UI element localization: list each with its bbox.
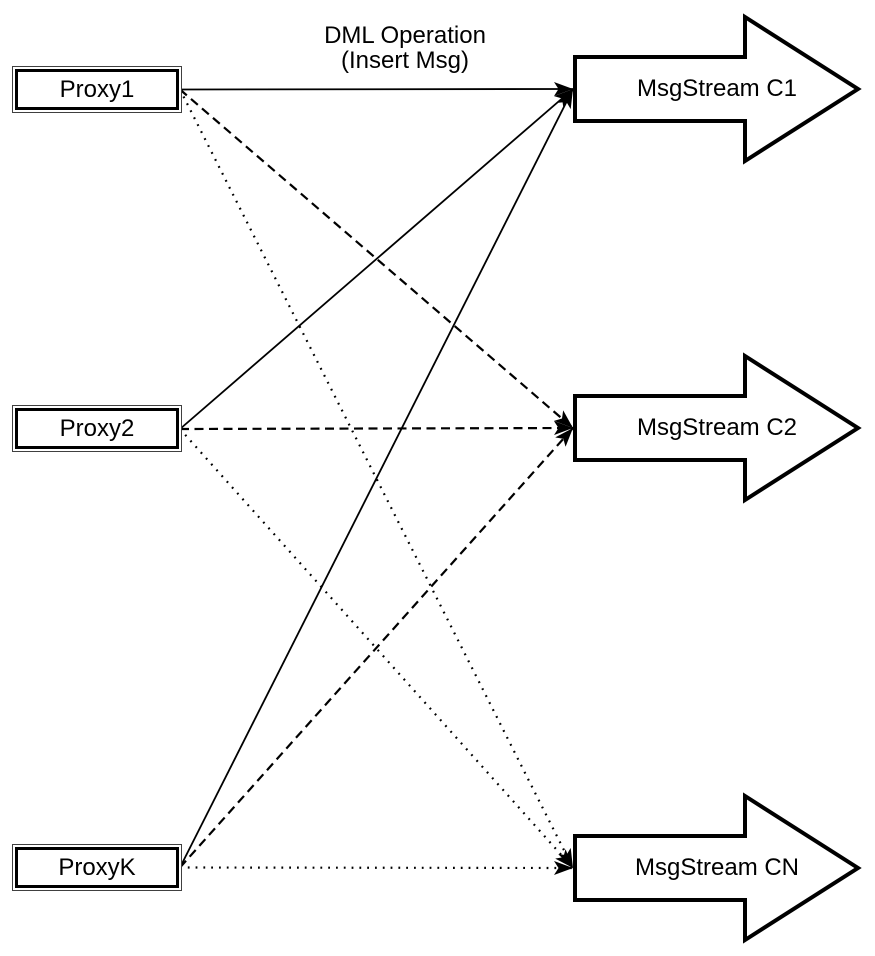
edge-proxy2-to-c1: [179, 88, 574, 430]
node-proxy2-label: Proxy2: [59, 414, 135, 442]
node-proxy1: Proxy1: [15, 69, 179, 110]
edge-annotation-line2: (Insert Msg): [340, 47, 469, 74]
edge-proxyk-to-c1: [179, 88, 574, 868]
node-proxy1-label: Proxy1: [59, 75, 135, 103]
block-arrow-msgstream-c2: [573, 352, 862, 504]
msgstream-cn-label: MsgStream CN: [634, 854, 800, 881]
edge-proxyk-to-cn: [179, 860, 574, 875]
edge-proxy1-to-c1: [179, 82, 574, 97]
edge-group: [179, 82, 574, 875]
node-proxy2: Proxy2: [15, 408, 179, 449]
node-proxyk-label: ProxyK: [58, 853, 136, 881]
block-arrow-msgstream-c1: [573, 13, 862, 165]
edge-annotation: DML Operation (Insert Msg): [270, 23, 540, 73]
msgstream-c2-label: MsgStream C2: [636, 414, 798, 441]
msgstream-c1-label: MsgStream C1: [636, 75, 798, 102]
block-arrow-msgstream-cn: [573, 792, 862, 944]
edge-proxyk-to-c2: [179, 427, 574, 869]
edge-proxy2-to-c2: [179, 421, 574, 436]
edge-annotation-line1: DML Operation: [324, 22, 486, 49]
node-proxyk: ProxyK: [15, 847, 179, 888]
edge-proxy1-to-cn: [179, 89, 574, 869]
